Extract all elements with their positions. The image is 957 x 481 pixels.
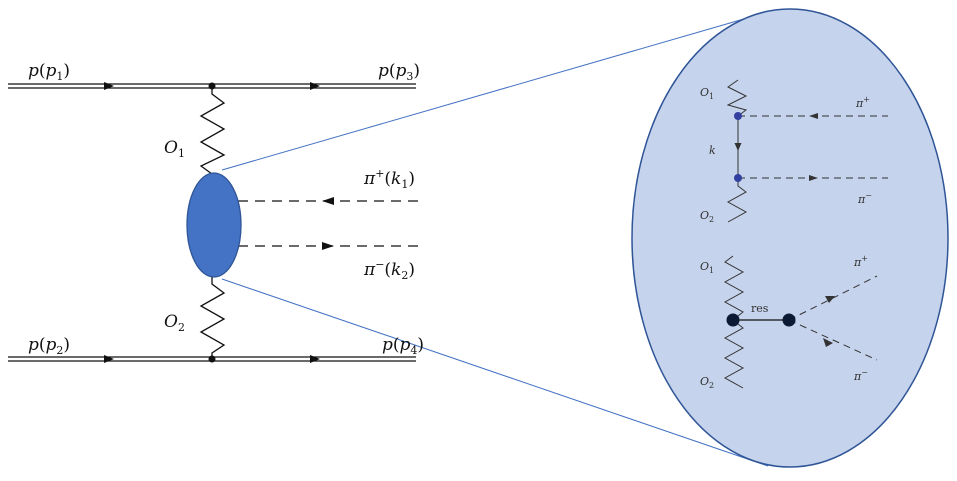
inset-vertex-top-1 [734, 112, 742, 120]
inset-pion-minus-bottom [788, 319, 878, 361]
inset-label-pi-plus-top: π+ [855, 95, 870, 110]
label-p-p4: p(p4) [382, 335, 424, 357]
zoom-line-top [221, 11, 769, 171]
zigzag-O2 [199, 276, 226, 359]
pion-line-plus [238, 197, 418, 205]
label-p-p2: p(p2) [28, 335, 70, 357]
zoom-inset: O1 k O2 π+ π− O1 res O2 π+ π− [631, 8, 949, 468]
inset-zigzag-O1-top [726, 79, 748, 117]
label-p-p3: p(p3) [378, 61, 420, 83]
inset-label-pi-minus-top: π− [857, 191, 872, 206]
interaction-blob [186, 172, 242, 278]
inset-label-O1-top: O1 [700, 86, 714, 101]
zigzag-O1 [199, 86, 226, 175]
label-O1: O1 [164, 138, 185, 160]
inset-label-pi-minus-bottom: π− [853, 368, 868, 383]
inset-label-O1-bottom: O1 [700, 260, 714, 275]
inset-diagram-top: O1 k O2 π+ π− [700, 79, 888, 224]
inset-ellipse [631, 8, 949, 468]
inset-zigzag-O2-bottom [723, 319, 745, 389]
inset-zigzag-O2-top [726, 178, 748, 223]
inset-vertex-top-2 [734, 174, 742, 182]
label-pi-minus-k2: π−(k2) [363, 258, 415, 282]
inset-label-pi-plus-bottom: π+ [853, 254, 868, 269]
inset-label-O2-top: O2 [700, 209, 714, 224]
pion-line-minus [238, 242, 418, 250]
inset-zigzag-O1-bottom [723, 255, 745, 321]
zoom-line-bottom [221, 278, 769, 467]
inset-vertex-bottom-1 [726, 313, 740, 327]
inset-vertex-bottom-2 [782, 313, 796, 327]
label-pi-plus-k1: π+(k1) [363, 167, 415, 191]
inset-label-k: k [709, 144, 716, 157]
label-O2: O2 [164, 312, 185, 334]
inset-label-res: res [751, 302, 769, 315]
inset-label-O2-bottom: O2 [700, 375, 714, 390]
inset-diagram-bottom: O1 res O2 π+ π− [700, 254, 878, 390]
label-p-p1: p(p1) [28, 61, 70, 83]
